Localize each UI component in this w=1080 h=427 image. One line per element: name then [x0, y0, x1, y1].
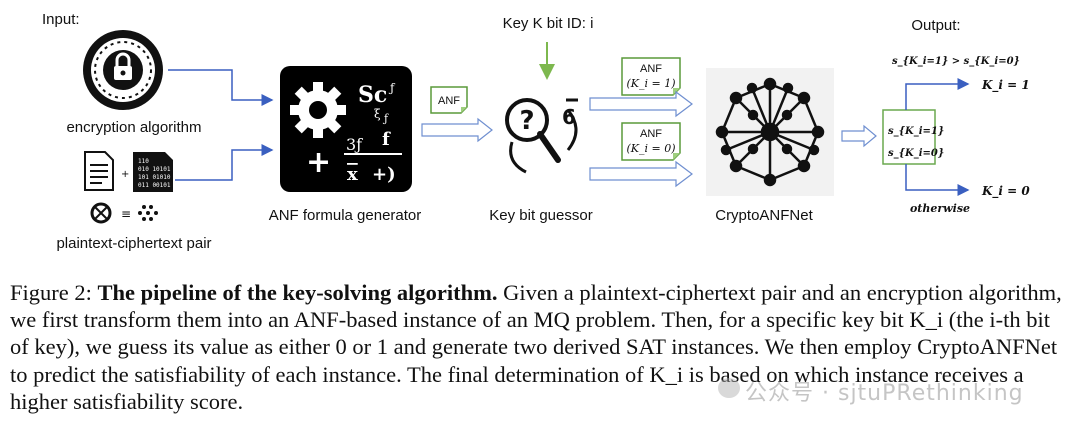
encryption-algorithm-label: encryption algorithm [66, 119, 201, 136]
anf-ki0-note: ANF (K_i = 0) [621, 122, 681, 161]
svg-text:ANF: ANF [640, 63, 662, 75]
plus-sign: + [306, 145, 331, 180]
svg-text:6: 6 [562, 105, 576, 129]
svg-text:101 01010: 101 01010 [138, 174, 171, 181]
guesser-to-net-arrow-top [589, 90, 693, 118]
anf-formula-generator-label: ANF formula generator [269, 207, 422, 224]
formula-glyph-f2: ƒ [382, 112, 389, 125]
cryptoanfnet-label: CryptoANFNet [715, 207, 813, 224]
formula-glyph-plus-paren: +) [372, 164, 396, 185]
ciphertext-document-icon: 110 010 10101 101 01010 011 00101 [133, 152, 173, 192]
score-condition-label: s_{K_i=1} > s_{K_i=0} [892, 56, 1020, 67]
svg-text:s_{K_i=0}: s_{K_i=0} [888, 148, 944, 159]
pair-to-generator-arrow [175, 144, 274, 181]
encryption-lock-icon [83, 30, 163, 110]
svg-text:+: + [121, 169, 129, 180]
svg-text:ANF: ANF [438, 95, 460, 107]
key-bit-guesser-icon: ? 6 [505, 98, 578, 174]
input-label: Input: [42, 11, 80, 28]
formula-glyph-x: x [347, 164, 358, 185]
plaintext-ciphertext-pair-label: plaintext-ciphertext pair [56, 235, 211, 252]
formula-glyph-xi: ξ [374, 107, 381, 121]
watermark: 公众号 · sjtuPRethinking [745, 381, 1024, 406]
svg-text:110: 110 [138, 158, 149, 165]
cryptoanfnet-network-icon [706, 68, 834, 196]
encryption-to-generator-arrow [168, 69, 274, 106]
plaintext-document-icon [84, 151, 114, 191]
net-to-score-arrow [841, 124, 877, 148]
svg-text:(K_i = 1): (K_i = 1) [626, 77, 675, 90]
score-box: s_{K_i=1} s_{K_i=0} [882, 109, 944, 165]
figure-body: Given a plaintext-ciphertext pair and an… [10, 280, 1062, 414]
output-label: Output: [911, 17, 960, 34]
svg-text:?: ? [519, 106, 534, 136]
svg-text:010 10101: 010 10101 [138, 166, 171, 173]
decision-arrow-zero [905, 164, 970, 196]
svg-text:011 00101: 011 00101 [138, 182, 171, 189]
formula-glyph-3f: 3ƒ [346, 135, 363, 154]
svg-text:ANF: ANF [640, 128, 662, 140]
figure-number: Figure 2: [10, 280, 92, 305]
guesser-to-net-arrow-bottom [589, 160, 693, 188]
figure-caption: Figure 2: The pipeline of the key-solvin… [10, 279, 1072, 415]
svg-text:≡: ≡ [121, 207, 131, 221]
key-bit-guessor-label: Key bit guessor [489, 207, 592, 224]
watermark-logo-icon [718, 378, 740, 398]
pipeline-diagram: Input: encryption algorithm + 110 010 10… [42, 11, 1030, 252]
anf-note: ANF [430, 86, 468, 114]
anf-ki1-note: ANF (K_i = 1) [621, 57, 681, 96]
pair-equivalence-icon: ≡ [90, 202, 158, 224]
formula-glyph-f1: ƒ [388, 81, 396, 95]
decision-arrow-one [905, 78, 970, 110]
formula-glyph-sc: Sc [358, 82, 387, 108]
result-ki-one: K_i = 1 [981, 78, 1030, 93]
key-bit-id-label: Key K bit ID: i [503, 15, 594, 32]
formula-glyph-f3: f [382, 129, 391, 150]
figure-title: The pipeline of the key-solving algorith… [97, 280, 498, 305]
generator-to-guesser-arrow [421, 117, 493, 143]
gear-icon [290, 82, 346, 138]
otherwise-label: otherwise [910, 202, 970, 215]
svg-text:s_{K_i=1}: s_{K_i=1} [888, 126, 944, 137]
svg-text:(K_i = 0): (K_i = 0) [626, 142, 675, 155]
result-ki-zero: K_i = 0 [981, 184, 1030, 199]
anf-formula-generator-box: + Sc ƒ ξ ƒ 3ƒ f x +) [280, 66, 412, 192]
